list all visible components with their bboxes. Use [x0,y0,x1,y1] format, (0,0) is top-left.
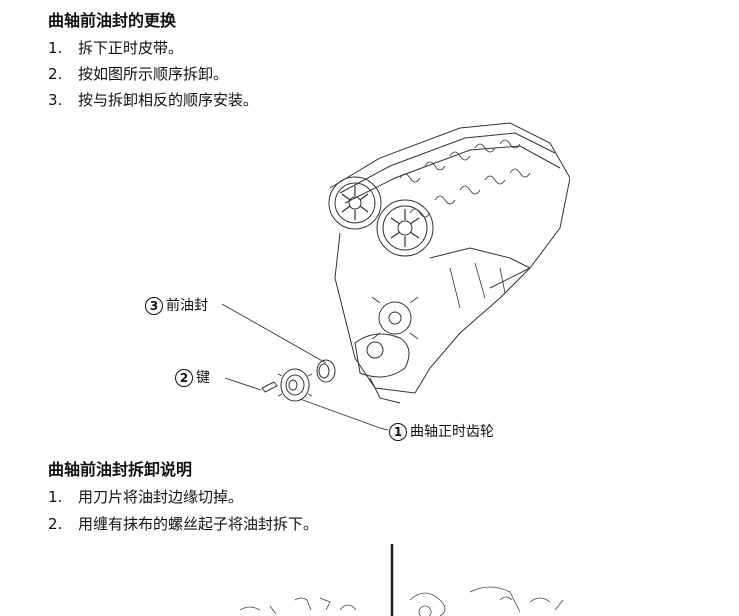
step-number: 3. [48,91,63,109]
engine-illustration [130,118,570,450]
callout-number: 3 [145,297,163,315]
step-text: 按与拆卸相反的顺序安装。 [78,91,259,109]
step-text: 用刀片将油封边缘切掉。 [78,488,244,506]
callout-number: 1 [389,423,407,441]
callout-label: 前油封 [166,298,208,314]
seal-removal-illustration [200,540,620,616]
section-title-replacement: 曲轴前油封的更换 [48,11,177,30]
step-item: 2. 按如图所示顺序拆卸。 [48,64,228,84]
step-text: 拆下正时皮带。 [78,39,184,57]
step-item: 3. 按与拆卸相反的顺序安装。 [48,90,258,110]
step-number: 1. [48,39,63,57]
section-title-removal-notes: 曲轴前油封拆卸说明 [48,460,193,479]
step-number: 1. [48,488,63,506]
step-item: 1. 拆下正时皮带。 [48,38,183,58]
callout-label: 曲轴正时齿轮 [410,424,494,440]
callout-label: 键 [196,370,210,386]
step-text: 按如图所示顺序拆卸。 [78,65,229,83]
callout-number: 2 [175,369,193,387]
step-item: 1. 用刀片将油封边缘切掉。 [48,487,243,507]
step-number: 2. [48,515,63,533]
step-number: 2. [48,65,63,83]
step-item: 2. 用缠有抹布的螺丝起子将油封拆下。 [48,514,318,534]
step-text: 用缠有抹布的螺丝起子将油封拆下。 [78,515,319,533]
